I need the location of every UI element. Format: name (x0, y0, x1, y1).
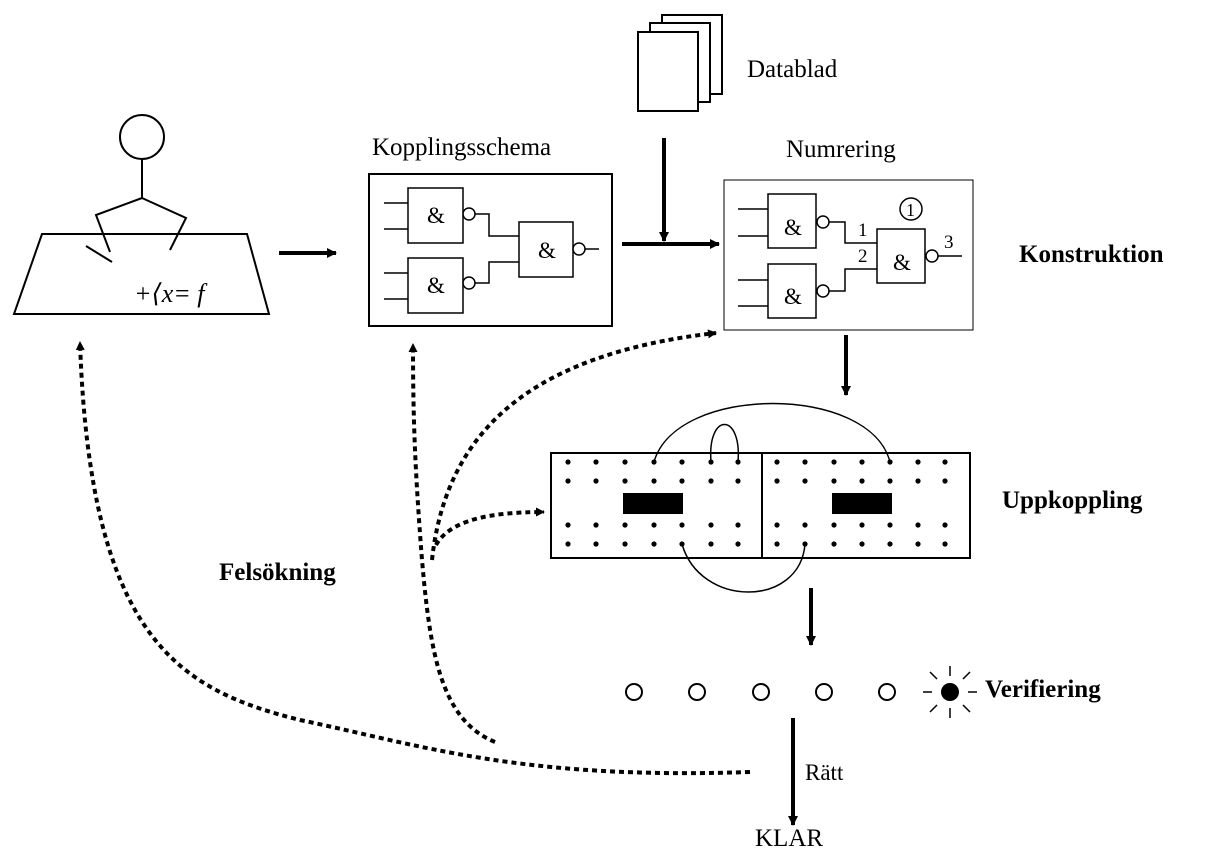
breadboard-hole (887, 541, 893, 547)
breadboard-hole (565, 522, 571, 528)
desk (12, 233, 271, 315)
label-felsokning: Felsökning (219, 559, 336, 586)
breadboard-hole (593, 478, 599, 484)
breadboard-hole (774, 478, 780, 484)
breadboard-hole (859, 541, 865, 547)
breadboard-hole (887, 478, 893, 484)
breadboard-hole (565, 478, 571, 484)
breadboard-hole (831, 459, 837, 465)
label-verifiering: Verifiering (985, 676, 1101, 703)
ic-chip-right (832, 493, 892, 514)
breadboard-hole (565, 459, 571, 465)
breadboard-hole (593, 541, 599, 547)
breadboard-hole (651, 541, 657, 547)
breadboard-hole (831, 541, 837, 547)
circled-number-text: 1 (906, 200, 915, 220)
breadboard-hole (859, 478, 865, 484)
breadboard-hole (915, 478, 921, 484)
breadboard-hole (942, 522, 948, 528)
led-off (752, 683, 770, 701)
led-off (878, 683, 896, 701)
led-off (688, 683, 706, 701)
led-off (815, 683, 833, 701)
breadboard-hole (708, 478, 714, 484)
pin-number-2: 2 (858, 246, 868, 267)
pin-number-1: 1 (858, 220, 868, 241)
breadboard-hole (802, 522, 808, 528)
right-arm (141, 197, 188, 251)
jumper-wire (681, 543, 806, 593)
breadboard-hole (942, 478, 948, 484)
led-off (625, 683, 643, 701)
breadboard-hole (622, 541, 628, 547)
led-row (625, 666, 977, 718)
breadboard-hole (735, 478, 741, 484)
breadboard-hole (651, 478, 657, 484)
gate-label: & (538, 238, 556, 263)
breadboard-hole (622, 459, 628, 465)
breadboard-hole (679, 459, 685, 465)
pin-number-3: 3 (944, 232, 954, 253)
gate-label: & (784, 215, 802, 240)
breadboard-hole (593, 459, 599, 465)
label-konstruktion: Konstruktion (1019, 241, 1164, 268)
label-kopplingsschema: Kopplingsschema (372, 134, 551, 161)
schema-box: & & & (368, 173, 613, 327)
breadboard-hole (915, 459, 921, 465)
breadboard (550, 402, 971, 593)
breadboard-hole (859, 459, 865, 465)
gate-label: & (427, 273, 445, 298)
datasheet-stack-icon (637, 14, 723, 112)
breadboard-hole (622, 478, 628, 484)
gate-label: & (427, 203, 445, 228)
feedback-paths (75, 329, 751, 776)
breadboard-hole (774, 522, 780, 528)
breadboard-hole (708, 541, 714, 547)
numbered-schema-box: & & & 1 2 3 1 (723, 179, 974, 331)
label-uppkoppling: Uppkoppling (1002, 487, 1143, 514)
feedback-to-schema (408, 343, 496, 744)
jumper-wire (710, 423, 739, 463)
breadboard-hole (887, 522, 893, 528)
breadboard-hole (565, 541, 571, 547)
head (119, 114, 165, 160)
breadboard-hole (831, 522, 837, 528)
feedback-to-uppkoppling (434, 507, 545, 547)
label-numrering: Numrering (786, 136, 896, 163)
led-lit-icon (923, 666, 977, 718)
label-ratt: Rätt (805, 760, 844, 785)
ic-chip-left (623, 493, 683, 514)
designer-figure: +⟨x= f (12, 114, 271, 315)
breadboard-hole (802, 459, 808, 465)
breadboard-hole (915, 522, 921, 528)
breadboard-hole (774, 541, 780, 547)
gate-label: & (893, 250, 911, 275)
breadboard-hole (774, 459, 780, 465)
breadboard-hole (802, 478, 808, 484)
equation-scribble: +⟨x= f (134, 279, 208, 308)
breadboard-hole (859, 522, 865, 528)
breadboard-hole (735, 541, 741, 547)
breadboard-hole (651, 522, 657, 528)
breadboard-hole (942, 541, 948, 547)
breadboard-hole (735, 522, 741, 528)
gate-label: & (784, 284, 802, 309)
label-klar: KLAR (755, 825, 823, 850)
breadboard-hole (831, 478, 837, 484)
breadboard-hole (679, 478, 685, 484)
breadboard-hole (708, 522, 714, 528)
breadboard-hole (679, 522, 685, 528)
circled-number (899, 197, 923, 221)
breadboard-hole (942, 459, 948, 465)
breadboard-hole (622, 522, 628, 528)
label-datablad: Datablad (747, 56, 838, 83)
breadboard-hole (915, 541, 921, 547)
feedback-to-numrering (430, 329, 717, 561)
breadboard-hole (593, 522, 599, 528)
jumper-wire (653, 402, 891, 463)
feedback-to-designer (75, 341, 751, 776)
left-arm (94, 197, 143, 253)
